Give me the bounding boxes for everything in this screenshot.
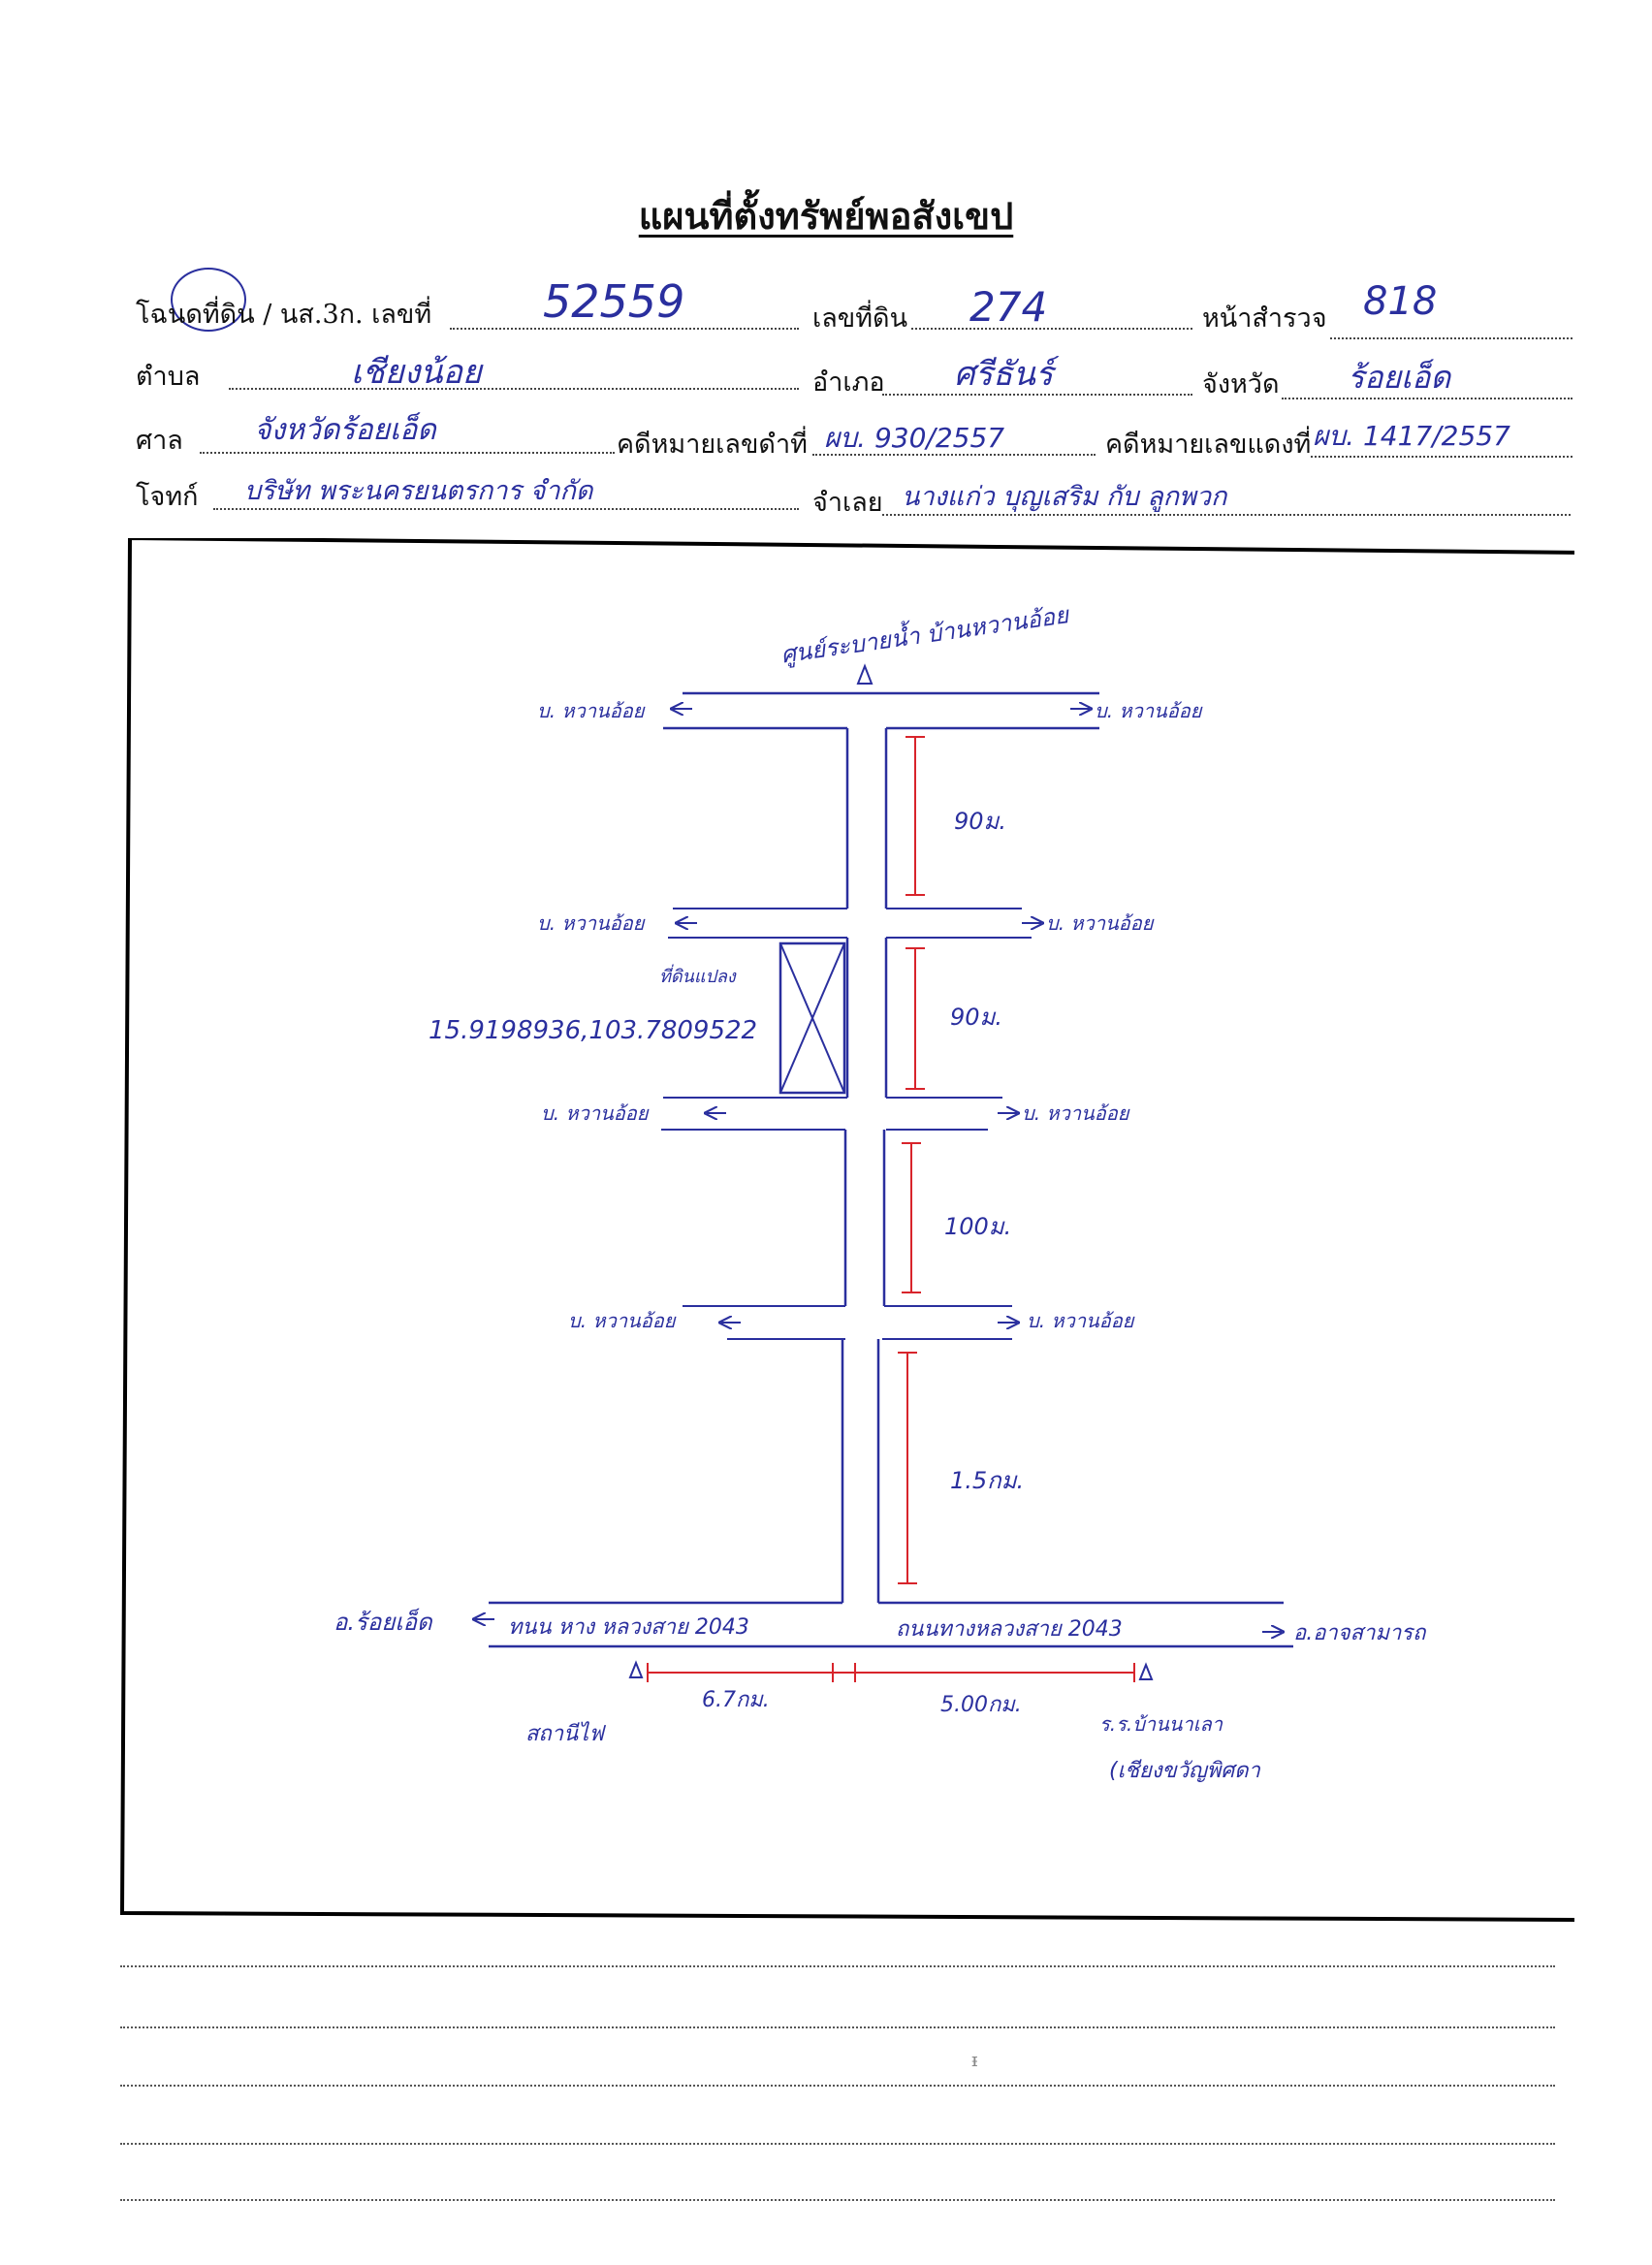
scan-speck: ᵻ bbox=[971, 2048, 978, 2071]
survey-page-label: หน้าสำรวจ bbox=[1202, 303, 1327, 334]
distance-marker-4 bbox=[898, 1352, 917, 1584]
tambon-dots bbox=[229, 388, 799, 390]
footer-line-4 bbox=[120, 2143, 1555, 2145]
province-label: จังหวัด bbox=[1202, 369, 1280, 399]
distance-left-label: 6.7กม. bbox=[702, 1688, 770, 1712]
right-destination: อ.อาจสามารถ bbox=[1293, 1621, 1427, 1645]
deed-circle-mark bbox=[171, 268, 246, 332]
defendant-label: จำเลย bbox=[812, 488, 883, 518]
plaintiff-value[interactable]: บริษัท พระนครยนตรการ จำกัด bbox=[244, 476, 593, 506]
court-label: ศาล bbox=[136, 426, 183, 456]
footer-line-1 bbox=[120, 1965, 1555, 1967]
defendant-dots bbox=[882, 514, 1571, 516]
red-case-label: คดีหมายเลขแดงที่ bbox=[1105, 430, 1312, 460]
land-no-value[interactable]: 274 bbox=[969, 283, 1048, 331]
footer-line-2 bbox=[120, 2026, 1555, 2028]
road-label-2: บ. หวานอ้อย bbox=[1095, 699, 1203, 722]
distance-marker-3 bbox=[902, 1142, 921, 1293]
distance-marker-1 bbox=[905, 736, 925, 896]
defendant-value[interactable]: นางแก่ว บุญเสริม กับ ลูกพวก bbox=[902, 482, 1227, 512]
tambon-label: ตำบล bbox=[136, 362, 201, 392]
coordinates-label: 15.9198936,103.7809522 bbox=[429, 1016, 757, 1045]
right-landmark-triangle bbox=[1138, 1662, 1154, 1680]
land-no-label: เลขที่ดิน bbox=[812, 303, 908, 334]
deed-value[interactable]: 52559 bbox=[543, 275, 685, 328]
distance-label-4: 1.5กม. bbox=[950, 1467, 1024, 1494]
plaintiff-label: โจทก์ bbox=[136, 482, 199, 512]
black-case-label: คดีหมายเลขดำที่ bbox=[617, 430, 808, 460]
location-map: ศูนย์ระบายน้ำ บ้านหวานอ้อย บ. หวานอ้อย บ… bbox=[120, 538, 1574, 1922]
deed-dots bbox=[450, 328, 799, 330]
footer-line-3 bbox=[120, 2085, 1555, 2087]
amphoe-dots bbox=[882, 394, 1192, 396]
province-dots bbox=[1282, 398, 1573, 399]
distance-label-3: 100ม. bbox=[944, 1213, 1011, 1240]
red-case-dots bbox=[1311, 456, 1573, 458]
plaintiff-dots bbox=[213, 508, 799, 510]
left-landmark-label: สถานีไฟ bbox=[525, 1721, 606, 1746]
footer-line-5 bbox=[120, 2199, 1555, 2201]
property-parcel bbox=[778, 941, 846, 1095]
court-value[interactable]: จังหวัดร้อยเอ็ด bbox=[254, 413, 436, 447]
road-label-3: บ. หวานอ้อย bbox=[537, 911, 646, 935]
survey-page-dots bbox=[1330, 337, 1573, 339]
amphoe-label: อำเภอ bbox=[812, 367, 885, 398]
distance-marker-highway bbox=[647, 1663, 1135, 1682]
direction-arrows bbox=[475, 709, 1282, 1632]
black-case-dots bbox=[812, 454, 1096, 456]
amphoe-value[interactable]: ศรีธันร์ bbox=[954, 355, 1054, 394]
distance-marker-2 bbox=[905, 947, 925, 1090]
highway-label-right: ถนนทางหลวงสาย 2043 bbox=[896, 1617, 1123, 1642]
court-dots bbox=[200, 452, 615, 454]
black-case-value[interactable]: ผบ. 930/2557 bbox=[824, 422, 1005, 454]
map-frame bbox=[120, 538, 1574, 1922]
left-landmark-triangle bbox=[628, 1660, 644, 1678]
road-label-7: บ. หวานอ้อย bbox=[568, 1309, 677, 1332]
top-landmark-label: ศูนย์ระบายน้ำ บ้านหวานอ้อย bbox=[778, 597, 1072, 670]
distance-label-2: 90ม. bbox=[950, 1004, 1002, 1031]
top-landmark-triangle bbox=[856, 663, 874, 685]
tambon-value[interactable]: เชียงน้อย bbox=[351, 353, 482, 392]
distance-label-1: 90ม. bbox=[954, 808, 1006, 835]
road-label-1: บ. หวานอ้อย bbox=[537, 699, 646, 722]
highway-label-left: ทนน หาง หลวงสาย 2043 bbox=[508, 1615, 749, 1640]
property-label: ที่ดินแปลง bbox=[659, 964, 737, 987]
road-label-4: บ. หวานอ้อย bbox=[1046, 911, 1155, 935]
road-label-8: บ. หวานอ้อย bbox=[1027, 1309, 1135, 1332]
deed-label: โฉนดที่ดิน / นส.3ก. เลขที่ bbox=[136, 300, 432, 330]
distance-right-label: 5.00กม. bbox=[940, 1693, 1022, 1717]
right-landmark-label-1: ร.ร.บ้านนาเลา bbox=[1099, 1712, 1223, 1736]
left-destination: อ.ร้อยเอ็ด bbox=[334, 1608, 433, 1636]
red-case-value[interactable]: ผบ. 1417/2557 bbox=[1313, 420, 1510, 452]
road-label-6: บ. หวานอ้อย bbox=[1022, 1101, 1130, 1125]
right-landmark-label-2: (เชียงขวัญพิศดา bbox=[1109, 1759, 1261, 1783]
province-value[interactable]: ร้อยเอ็ด bbox=[1348, 359, 1451, 396]
land-no-dots bbox=[911, 328, 1192, 330]
document-title: แผนที่ตั้งทรัพย์พอสังเขป bbox=[638, 194, 1014, 238]
road-label-5: บ. หวานอ้อย bbox=[541, 1101, 650, 1125]
survey-page-value[interactable]: 818 bbox=[1363, 279, 1438, 324]
